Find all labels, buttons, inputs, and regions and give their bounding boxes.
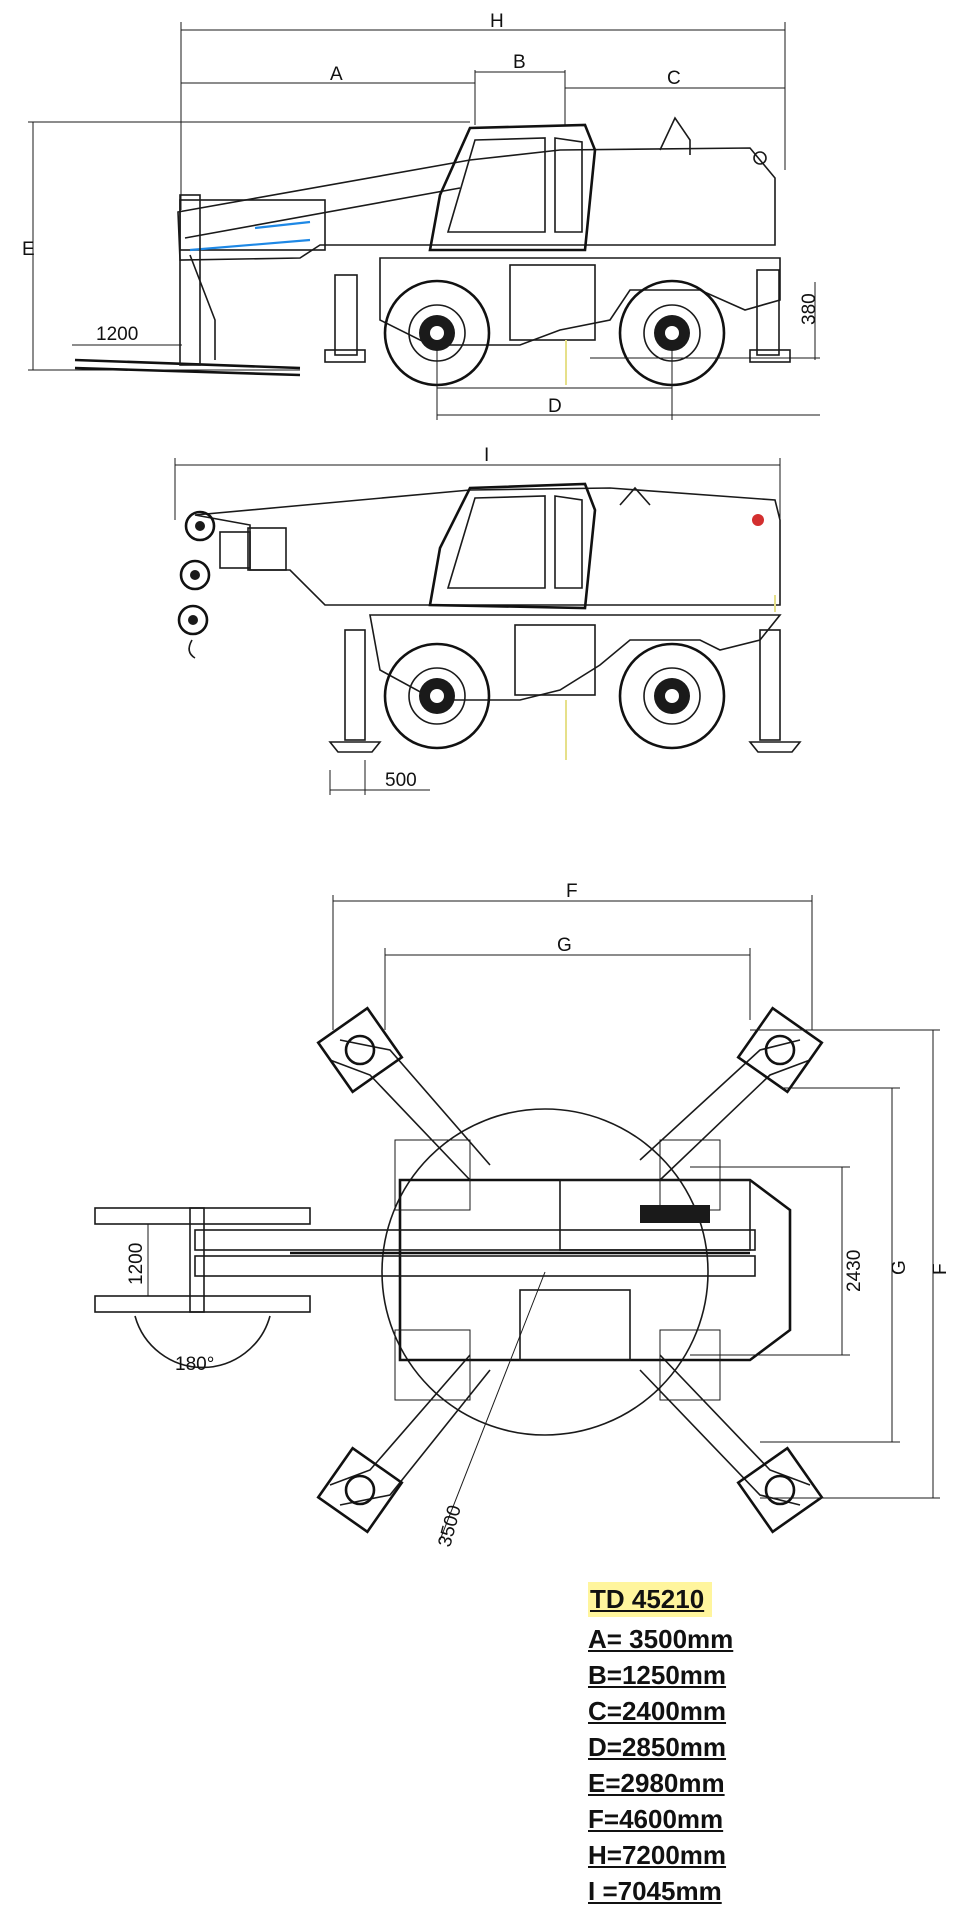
dim-label-e: E (22, 239, 35, 260)
front-wheel-2 (383, 642, 491, 750)
dim-label-rotation: 180° (175, 1354, 214, 1375)
dim-label-swing-radius: 3500 (435, 1503, 466, 1549)
dim-label-outrigger-pad: 500 (385, 770, 417, 791)
spec-model-title: TD 45210 (588, 1582, 713, 1617)
dim-label-g-top: G (557, 935, 572, 956)
rear-wheel-2 (618, 642, 726, 750)
spec-row-e: E=2980mm (588, 1768, 725, 1798)
spec-row-b: B=1250mm (588, 1660, 727, 1690)
spec-row-c: C=2400mm (588, 1696, 727, 1726)
dim-label-g-side: G (889, 1260, 910, 1275)
outrigger-pad-rl (316, 1446, 404, 1534)
spec-row-d: D=2850mm (588, 1732, 727, 1762)
dim-label-fork-side: 1200 (96, 324, 138, 345)
top-view: F G (94, 881, 951, 1549)
spec-row-h: H=7200mm (588, 1840, 727, 1870)
dim-label-fork-width-top: 1200 (126, 1243, 147, 1285)
spec-row-a: A= 3500mm (588, 1624, 734, 1654)
dim-label-i: I (484, 445, 489, 466)
dim-label-f-top: F (566, 881, 578, 902)
side-view-forks: H A B C E 1200 (22, 11, 820, 420)
dim-label-track-width: 2430 (844, 1250, 865, 1292)
side-view-hook: I (174, 445, 802, 795)
spec-row-i: I =7045mm (588, 1876, 722, 1906)
dim-label-a: A (330, 64, 343, 85)
outrigger-pad-rr (736, 1446, 824, 1534)
outrigger-pad-fr (736, 1006, 824, 1094)
dim-label-f-side: F (930, 1263, 951, 1275)
outrigger-pad-fl (316, 1006, 404, 1094)
dim-label-c: C (667, 68, 681, 89)
rear-wheel (618, 279, 726, 387)
dim-label-d: D (548, 396, 562, 417)
dim-label-outrigger-height: 380 (799, 293, 820, 325)
dim-label-b: B (513, 52, 526, 73)
spec-row-f: F=4600mm (588, 1804, 724, 1834)
spec-table: TD 45210 A= 3500mm B=1250mm C=2400mm D=2… (588, 1582, 788, 1909)
dim-label-h: H (490, 11, 504, 32)
